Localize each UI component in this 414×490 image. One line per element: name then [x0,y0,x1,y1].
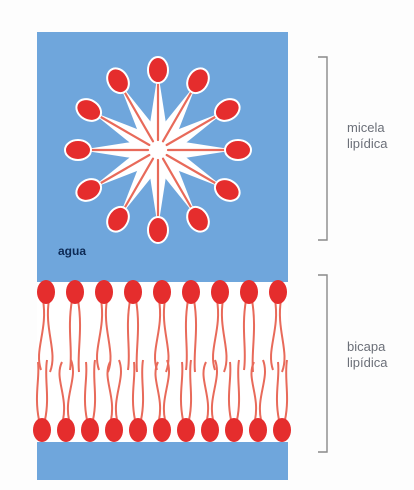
upper-lipid-head [153,280,171,304]
upper-lipid-head [66,280,84,304]
lower-lipid-head [177,418,195,442]
lipid-bilayer [33,280,291,442]
lower-lipid-head [81,418,99,442]
micelle-label: micela lipídica [347,120,387,152]
bilayer-label-line2: lipídica [347,355,387,371]
bilayer-label-line1: bicapa [347,339,387,355]
upper-lipid-head [95,280,113,304]
upper-lipid-head [37,280,55,304]
lower-lipid-head [249,418,267,442]
micelle-lipid-head [65,140,91,160]
lower-lipid-head [225,418,243,442]
water-label: agua [58,244,86,258]
micelle-lipid-head [225,140,251,160]
upper-lipid-head [182,280,200,304]
upper-lipid-head [124,280,142,304]
micelle-label-line1: micela [347,120,387,136]
lower-lipid-head [201,418,219,442]
brackets [318,57,327,452]
lower-lipid-head [153,418,171,442]
lower-lipid-head [105,418,123,442]
micelle-label-line2: lipídica [347,136,387,152]
micelle-lipid-head [148,57,168,83]
bilayer-bracket [318,275,327,452]
upper-lipid-head [211,280,229,304]
lower-lipid-head [129,418,147,442]
upper-lipid-head [269,280,287,304]
lower-lipid-head [57,418,75,442]
micelle-bracket [318,57,327,240]
bilayer-label: bicapa lipídica [347,339,387,371]
bilayer-core [37,282,288,442]
lower-lipid-head [273,418,291,442]
micelle-lipid-head [148,217,168,243]
lower-lipid-head [33,418,51,442]
upper-lipid-head [240,280,258,304]
